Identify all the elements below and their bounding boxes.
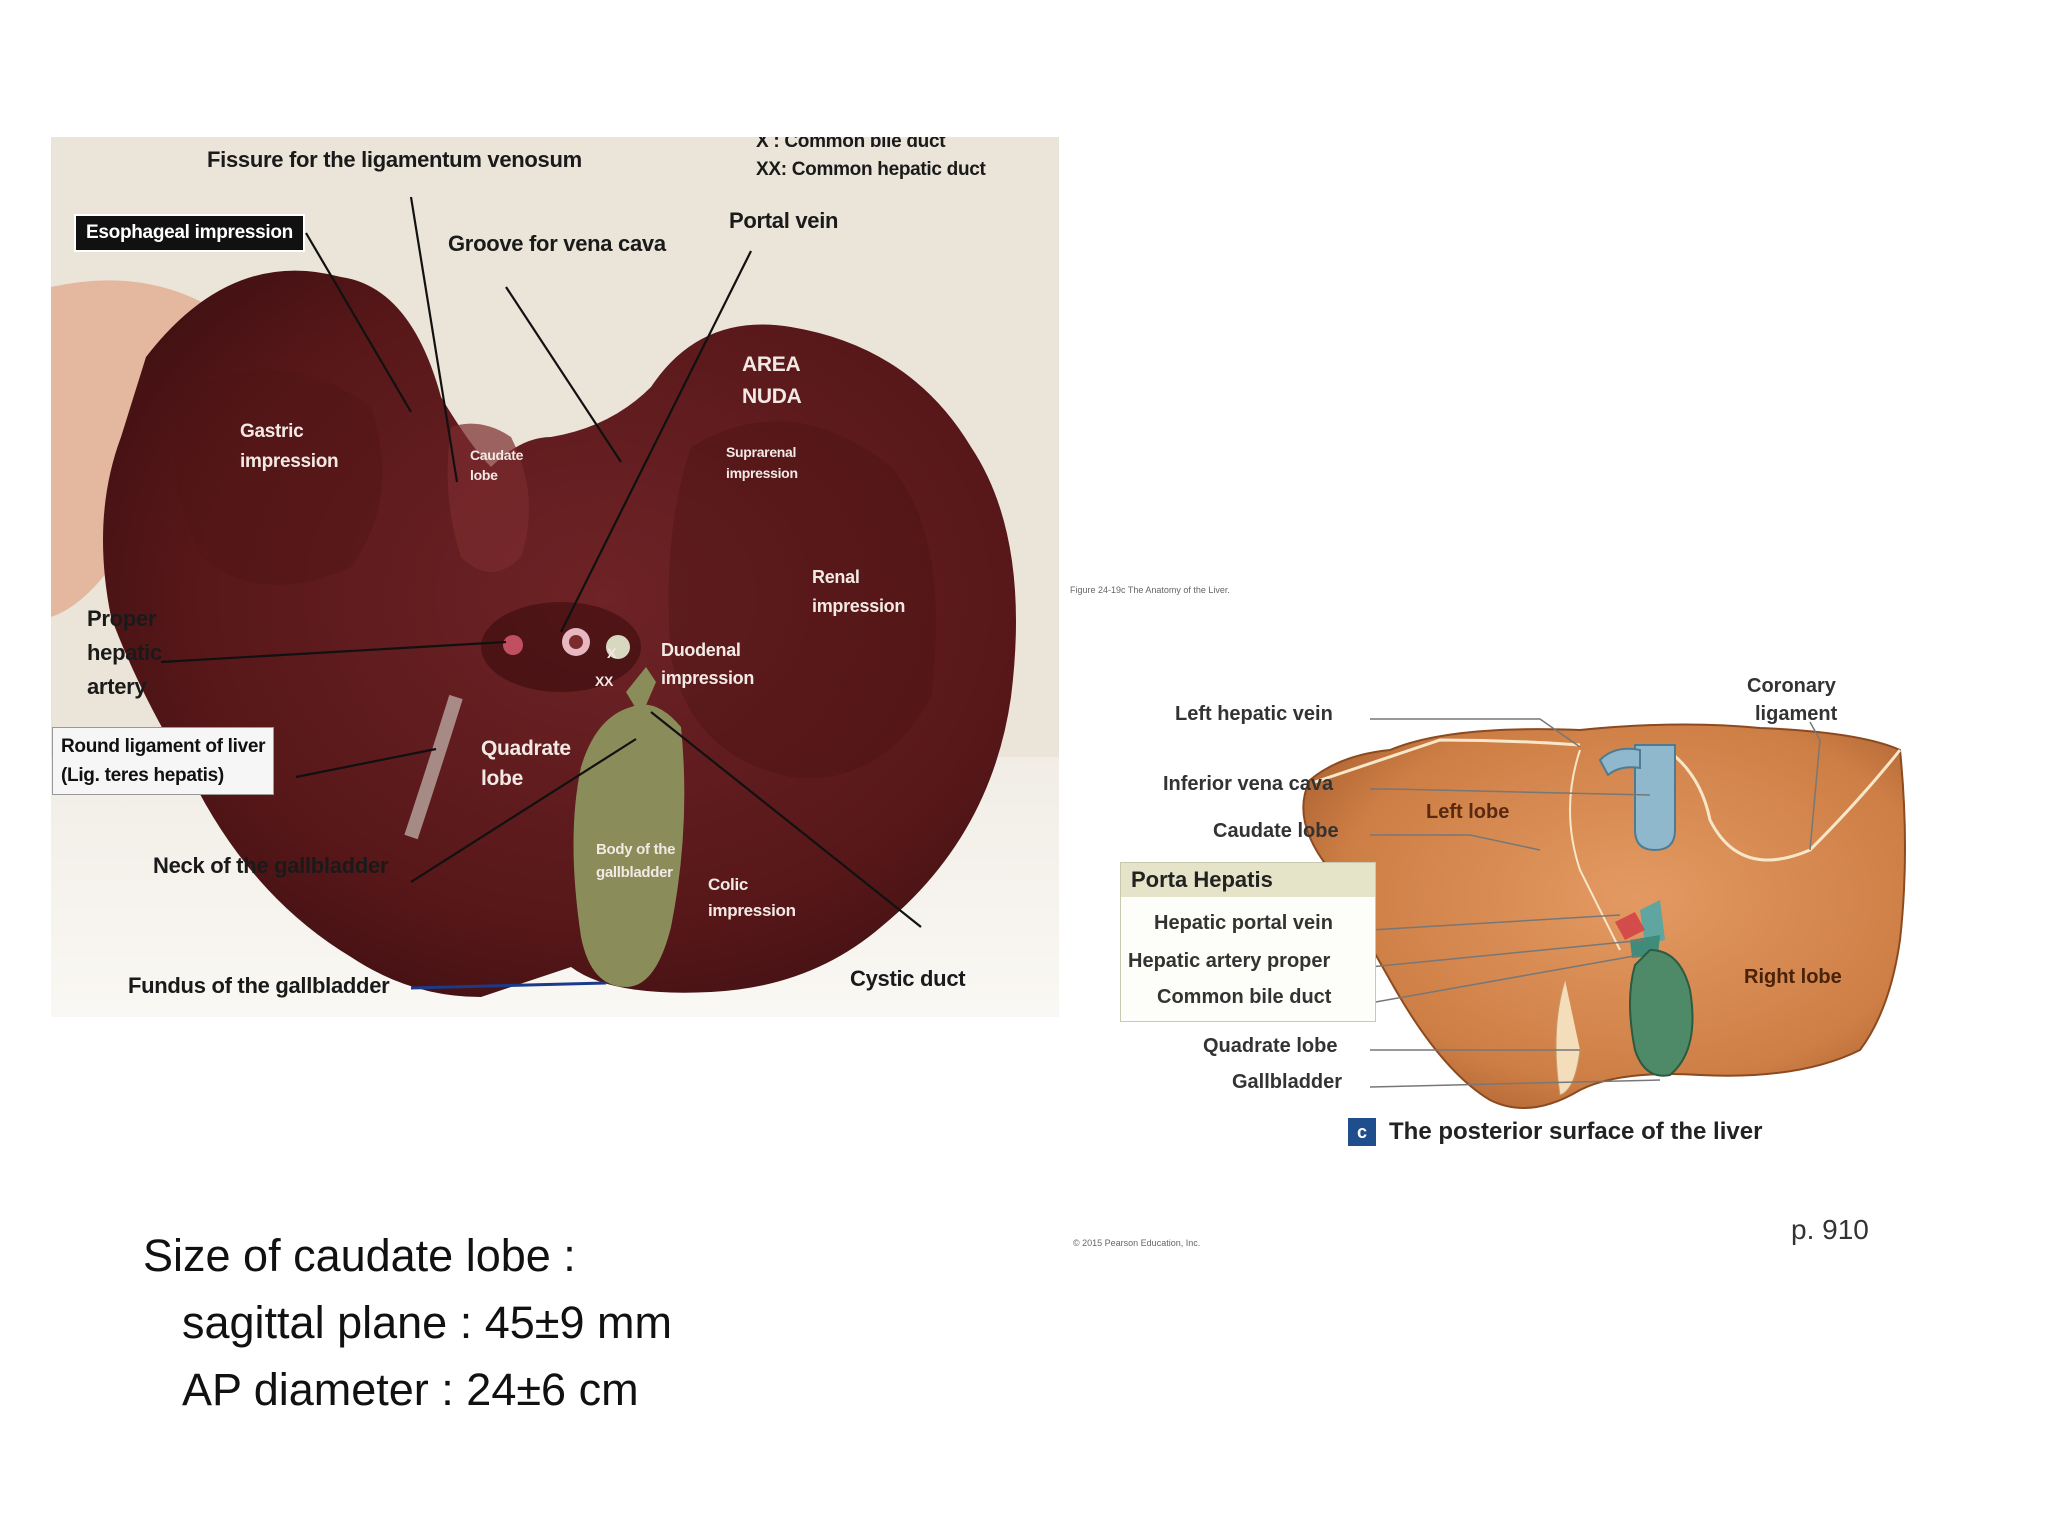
label-caudate-1: Caudate xyxy=(470,447,524,463)
label-hepatic-portal-vein: Hepatic portal vein xyxy=(1154,912,1333,934)
figure-caption: Figure 24-19c The Anatomy of the Liver. xyxy=(1070,585,1230,595)
figure-subtitle: The posterior surface of the liver xyxy=(1389,1118,1763,1145)
label-fissure-ligamentum-venosum: Fissure for the ligamentum venosum xyxy=(207,147,582,172)
label-coronary-ligament-1: Coronary xyxy=(1747,675,1836,697)
label-groove-vena-cava: Groove for vena cava xyxy=(448,231,666,256)
copyright: © 2015 Pearson Education, Inc. xyxy=(1073,1238,1201,1248)
label-left-lobe: Left lobe xyxy=(1426,801,1510,823)
label-area-nuda-2: NUDA xyxy=(742,385,802,408)
label-cystic-duct: Cystic duct xyxy=(850,966,966,991)
liver-model-illustration xyxy=(51,137,1059,1017)
label-duodenal-2: impression xyxy=(661,668,755,688)
label-renal-1: Renal xyxy=(812,567,860,587)
label-quadrate-1: Quadrate xyxy=(481,737,571,760)
label-duodenal-1: Duodenal xyxy=(661,640,741,660)
label-quadrate-lobe: Quadrate lobe xyxy=(1203,1035,1338,1057)
label-neck-gallbladder: Neck of the gallbladder xyxy=(153,853,389,878)
label-caudate-lobe: Caudate lobe xyxy=(1213,820,1339,842)
label-fundus-gallbladder: Fundus of the gallbladder xyxy=(128,973,390,998)
label-quadrate-2: lobe xyxy=(481,767,523,790)
label-left-hepatic-vein: Left hepatic vein xyxy=(1175,703,1333,725)
label-renal-2: impression xyxy=(812,596,906,616)
label-colic-2: impression xyxy=(708,901,796,920)
posterior-liver-illustration xyxy=(1302,718,1906,1109)
label-inferior-vena-cava: Inferior vena cava xyxy=(1163,773,1334,795)
label-suprarenal-2: impression xyxy=(726,465,798,481)
label-proper-hepatic-1: Proper xyxy=(87,606,157,631)
label-area-nuda-1: AREA xyxy=(742,353,801,376)
page-number: p. 910 xyxy=(1791,1214,1869,1245)
note-caudate-size: Size of caudate lobe : xyxy=(143,1230,576,1281)
label-esophageal-impression: Esophageal impression xyxy=(74,214,305,252)
label-round-ligament: Round ligament of liver (Lig. teres hepa… xyxy=(52,727,275,795)
mark-x: X xyxy=(607,645,617,661)
legend-common-bile-duct: X : Common bile duct xyxy=(756,137,946,152)
label-gallbladder: Gallbladder xyxy=(1232,1071,1343,1093)
label-body-gallbladder-1: Body of the xyxy=(596,841,676,858)
label-portal-vein: Portal vein xyxy=(729,208,839,233)
legend-common-hepatic-duct: XX: Common hepatic duct xyxy=(756,159,986,180)
label-gastric-1: Gastric xyxy=(240,421,304,442)
mark-xx: XX xyxy=(595,673,614,689)
label-proper-hepatic-2: hepatic xyxy=(87,640,162,665)
note-ap-diameter: AP diameter : 24±6 cm xyxy=(182,1364,639,1415)
label-suprarenal-1: Suprarenal xyxy=(726,444,797,460)
label-right-lobe: Right lobe xyxy=(1744,966,1842,988)
porta-hepatis-title: Porta Hepatis xyxy=(1121,863,1375,897)
label-gastric-2: impression xyxy=(240,451,339,472)
porta-hepatis-box: Porta Hepatis xyxy=(1120,862,1376,1022)
label-round-ligament-1: Round ligament of liver xyxy=(61,736,266,757)
label-round-ligament-2: (Lig. teres hepatis) xyxy=(61,765,224,786)
note-sagittal-plane: sagittal plane : 45±9 mm xyxy=(182,1297,672,1348)
label-body-gallbladder-2: gallbladder xyxy=(596,864,673,881)
label-proper-hepatic-3: artery xyxy=(87,674,147,699)
liver-model-photo: X : Common bile duct XX: Common hepatic … xyxy=(51,137,1059,1017)
figure-part-badge: c xyxy=(1348,1118,1376,1146)
label-colic-1: Colic xyxy=(708,875,749,894)
label-hepatic-artery-proper: Hepatic artery proper xyxy=(1128,950,1331,972)
label-common-bile-duct: Common bile duct xyxy=(1157,986,1332,1008)
label-caudate-2: lobe xyxy=(470,467,498,483)
label-coronary-ligament-2: ligament xyxy=(1755,703,1838,725)
